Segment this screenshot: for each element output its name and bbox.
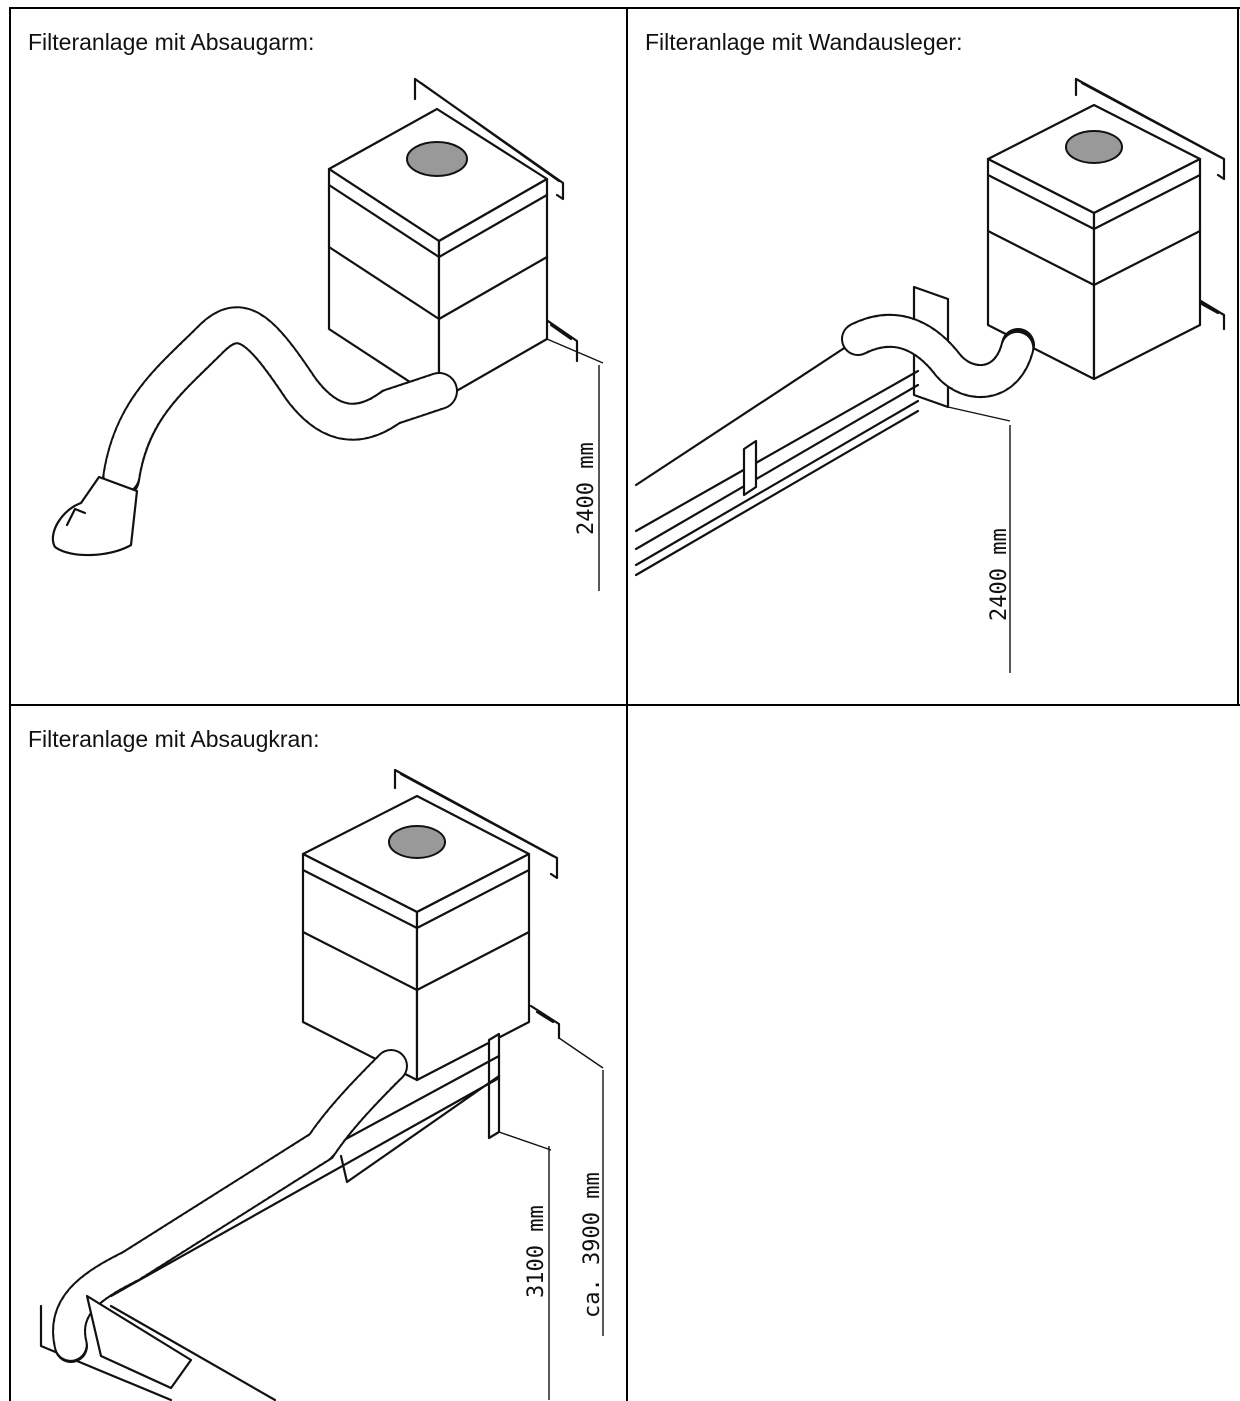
filter-outlet-grille bbox=[1065, 130, 1123, 164]
wall-rail-top bbox=[393, 768, 559, 880]
panel-absaugkran: Filteranlage mit Absaugkran: 3100 mm ca.… bbox=[11, 706, 626, 1401]
wall-rail-top bbox=[1074, 77, 1226, 181]
table-border-top bbox=[9, 7, 1240, 9]
filter-outlet-grille bbox=[406, 141, 468, 177]
wall-rail-top bbox=[413, 77, 565, 201]
extraction-hood bbox=[51, 475, 139, 557]
filter-box-segments bbox=[327, 183, 549, 321]
hose-corrugation bbox=[843, 315, 1033, 396]
panel-caption: Filteranlage mit Wandausleger: bbox=[645, 29, 963, 55]
dimension-line bbox=[947, 406, 1011, 673]
hood-handle bbox=[65, 507, 87, 527]
panel-caption: Filteranlage mit Absaugarm: bbox=[28, 29, 315, 55]
boom-joint bbox=[742, 439, 758, 497]
wall-rail-bottom bbox=[1192, 295, 1226, 331]
wall-rail-bottom bbox=[543, 317, 579, 363]
filter-box-side bbox=[415, 852, 531, 1082]
boom-rails bbox=[634, 337, 920, 577]
filter-box-segments bbox=[986, 173, 1202, 287]
dimension-label-3100: 3100 mm bbox=[524, 1205, 549, 1298]
dimension-label: 2400 mm bbox=[574, 442, 599, 535]
wandausleger-drawing: 2400 mm bbox=[634, 77, 1226, 673]
absaugkran-drawing: 3100 mm ca. 3900 mm bbox=[39, 768, 605, 1401]
hose-arm-corrugation bbox=[104, 308, 456, 496]
filter-box-segments bbox=[301, 868, 531, 992]
wall-rail-bottom bbox=[529, 1004, 561, 1040]
table-border-right bbox=[1237, 7, 1239, 705]
panel-wandausleger: Filteranlage mit Wandausleger: 2400 mm bbox=[628, 9, 1237, 704]
dimension-label-3900: ca. 3900 mm bbox=[580, 1172, 605, 1318]
filter-outlet-grille bbox=[388, 825, 446, 859]
dimension-line bbox=[546, 338, 604, 591]
panel-empty bbox=[628, 706, 1237, 1401]
hose-corrugation bbox=[54, 1051, 406, 1361]
dimension-label: 2400 mm bbox=[987, 528, 1012, 621]
filter-box-side bbox=[1092, 157, 1202, 381]
dimension-line-3100 bbox=[498, 1131, 552, 1400]
panel-caption: Filteranlage mit Absaugkran: bbox=[28, 726, 320, 752]
crane-end-box bbox=[85, 1294, 193, 1390]
crane-lower-arm bbox=[39, 1304, 277, 1401]
table-border-row bbox=[9, 704, 1240, 706]
crane-post bbox=[487, 1032, 501, 1140]
panel-absaugarm: Filteranlage mit Absaugarm: 2400 mm bbox=[11, 9, 626, 704]
dimension-line-3900 bbox=[558, 1037, 604, 1336]
absaugarm-drawing: 2400 mm bbox=[51, 77, 604, 591]
